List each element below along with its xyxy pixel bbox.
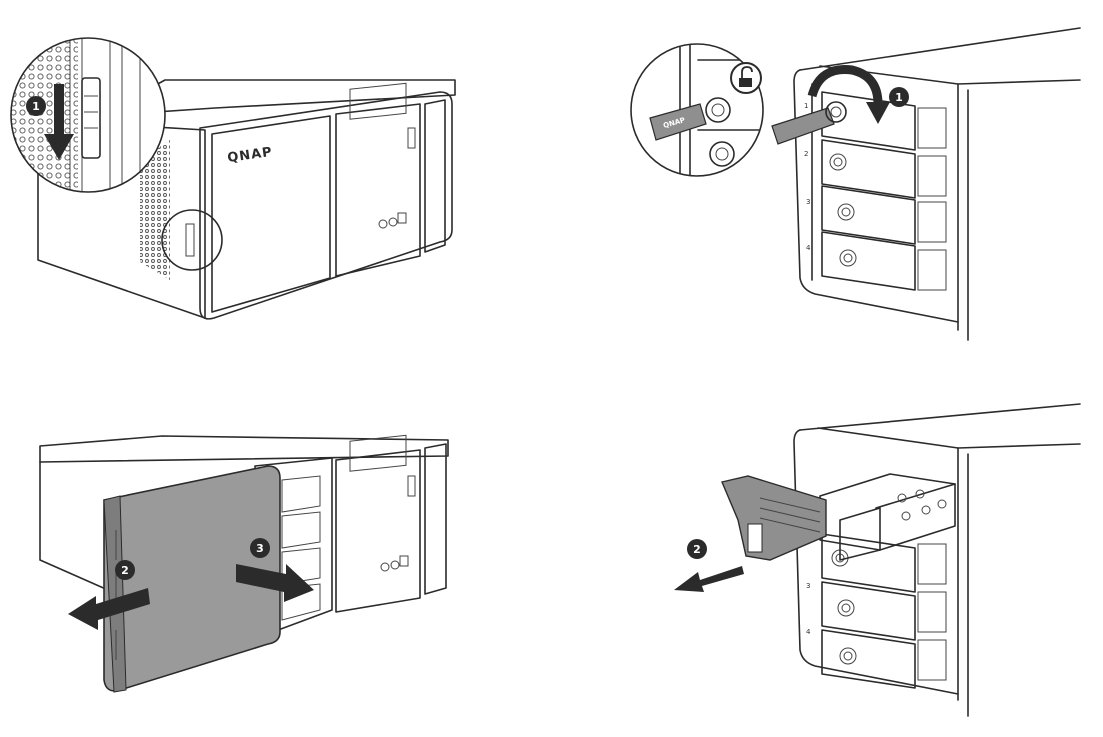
- front-cover: [211, 115, 331, 313]
- panel-3-remove-cover: 2 3: [39, 434, 449, 693]
- step-badge: 2: [687, 539, 707, 559]
- unlock-icon: [730, 62, 762, 94]
- drive-tray-4: [821, 629, 947, 689]
- key: [771, 101, 847, 145]
- step-badge: 2: [115, 560, 135, 580]
- panel-4-pull-tray: 3 4 2: [674, 403, 1081, 717]
- drive-tray-extracted: [721, 473, 956, 561]
- slot-label: 4: [806, 244, 811, 252]
- arrow-right-icon: [236, 564, 314, 602]
- step-badge: 3: [250, 538, 270, 558]
- arrow-down-icon: [44, 84, 74, 160]
- front-cover-removed: [103, 465, 281, 693]
- slot-label: 1: [804, 102, 808, 110]
- slot-label: 3: [806, 198, 810, 206]
- drive-tray-4: [821, 231, 947, 291]
- svg-text:1: 1: [895, 91, 903, 104]
- drive-tray-3: [821, 185, 947, 245]
- svg-text:3: 3: [256, 542, 264, 555]
- step-badge: 1: [889, 87, 909, 107]
- slot-label: 4: [806, 628, 811, 636]
- rotate-arrow-icon: [807, 65, 890, 124]
- arrow-left-icon: [68, 588, 150, 630]
- svg-text:2: 2: [121, 564, 129, 577]
- slot-label: 2: [804, 150, 808, 158]
- svg-text:1: 1: [32, 100, 40, 113]
- slot-label: 3: [806, 582, 810, 590]
- step-badge: 1: [26, 96, 46, 116]
- panel-1-unlock-slide: QNAP: [10, 37, 456, 320]
- drive-tray-3: [821, 581, 947, 641]
- magnifier-2: QNAP: [630, 43, 764, 177]
- logo-text: QNAP: [226, 145, 273, 166]
- lock-slider-highlight: [161, 209, 223, 271]
- panel-2-unlock-key: 1 2 3 4 1: [630, 27, 1081, 341]
- svg-text:2: 2: [693, 543, 701, 556]
- arrow-down-left-icon: [674, 566, 744, 592]
- drive-tray-2: [821, 139, 947, 199]
